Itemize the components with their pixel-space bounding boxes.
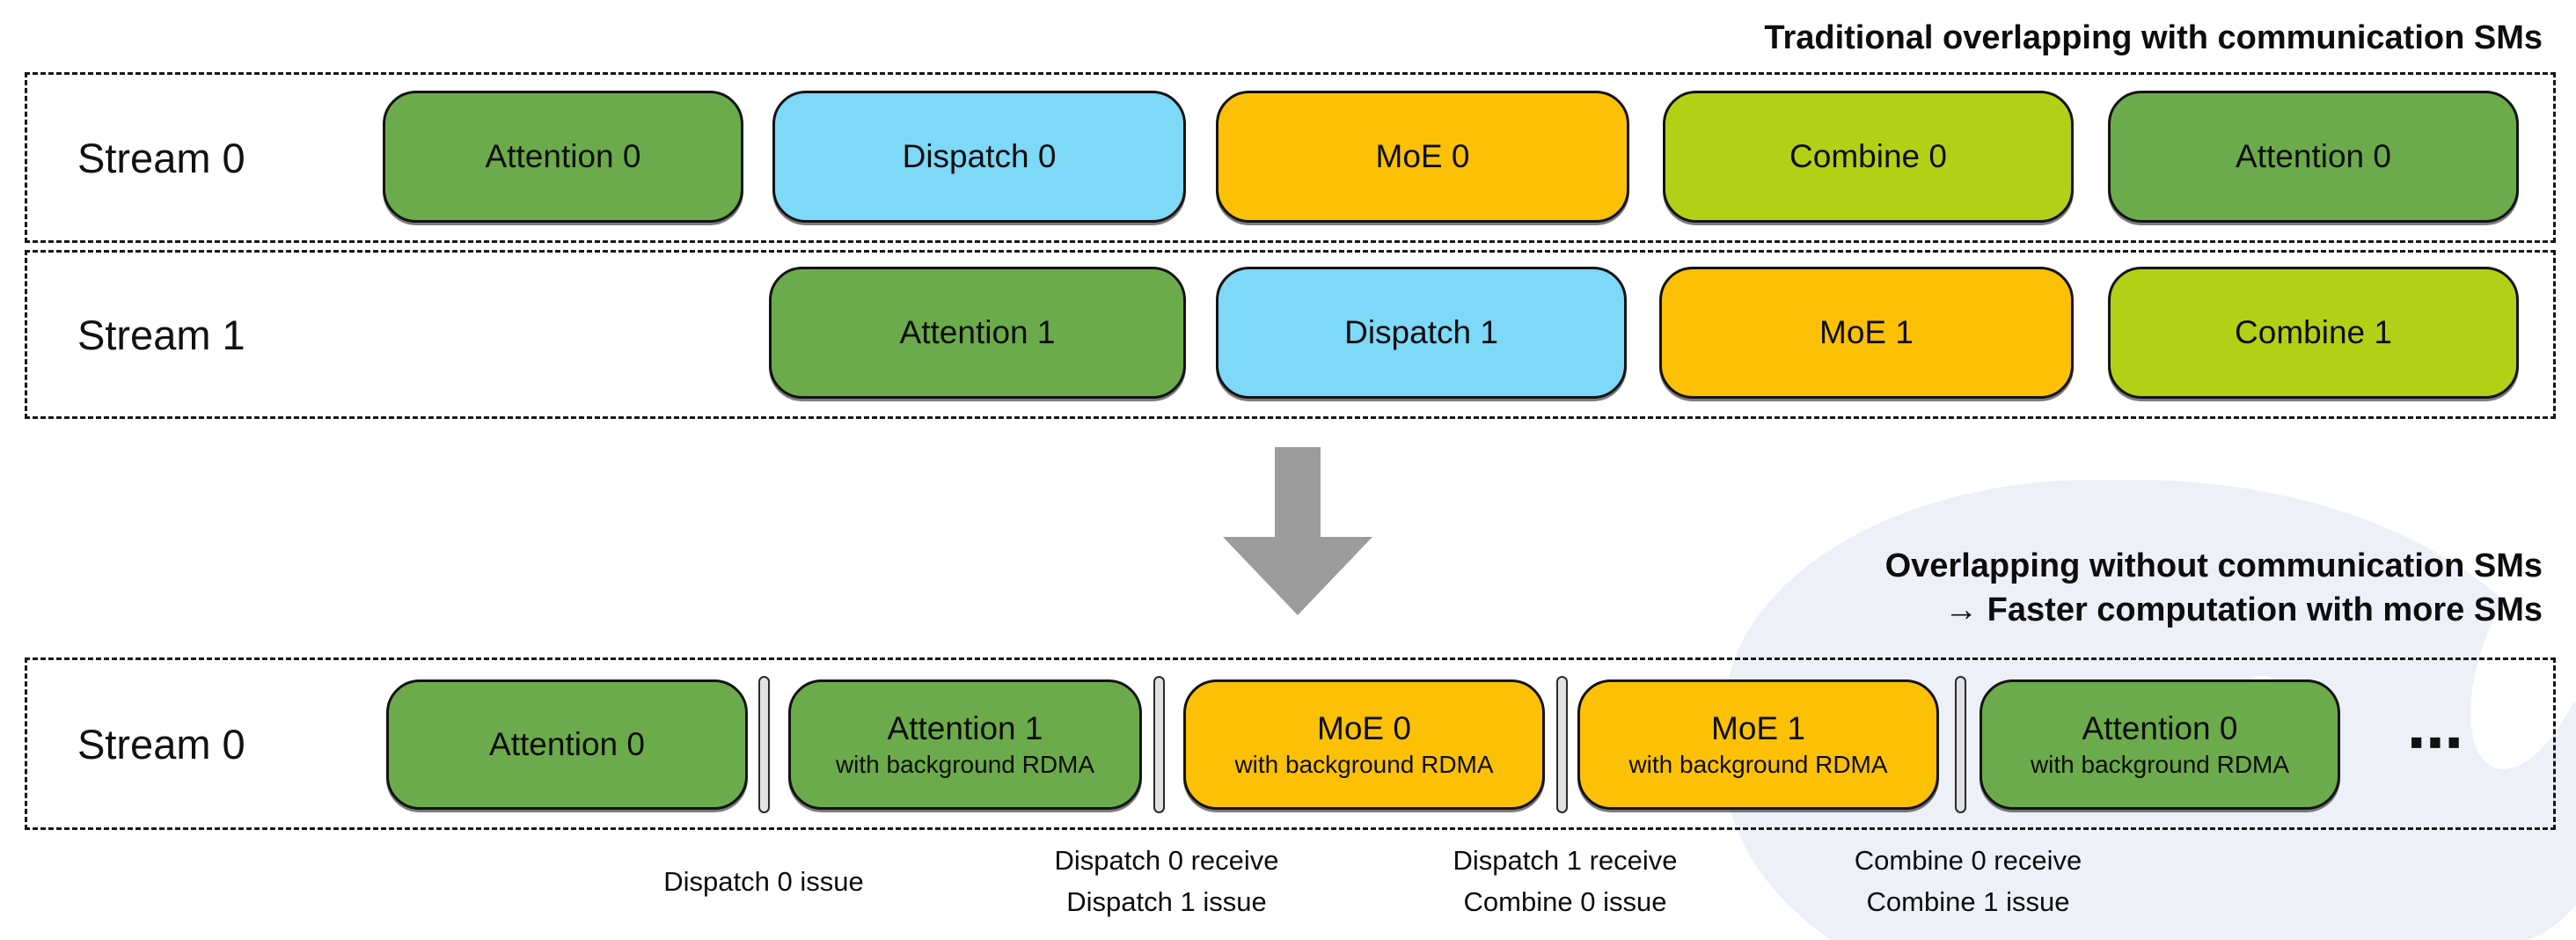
block-combine-0: Combine 0 [1663,91,2074,223]
block-label: Dispatch 0 [902,138,1057,174]
stream-0-lane-top [25,72,2556,243]
annotation-line: Combine 0 receive [1854,845,2082,876]
ellipsis: ⋯ [2407,710,2467,775]
block-label: Attention 0 [2082,710,2238,746]
stream-separator [758,676,770,813]
block-label: Combine 1 [2235,314,2392,350]
stream-0-label-bottom: Stream 0 [77,720,245,767]
stream-separator [1955,676,1966,813]
annotation-line: Dispatch 1 issue [1066,886,1267,917]
block-label: MoE 1 [1819,314,1914,350]
bottom-title-line-1: Overlapping without communication SMs [1884,547,2543,584]
annotation-line: Dispatch 0 issue [663,865,864,897]
block-label: Attention 0 [485,138,641,174]
block-dispatch-0: Dispatch 0 [772,91,1186,223]
block-moe-0: MoE 0 [1216,91,1629,223]
stream-1-label-top: Stream 1 [77,311,245,358]
block-label: Attention 1 [887,710,1043,746]
block-moe-1-rdma: MoE 1 with background RDMA [1577,679,1939,810]
block-dispatch-1: Dispatch 1 [1216,267,1627,399]
stream-separator [1153,676,1165,813]
block-sublabel: with background RDMA [1628,751,1888,778]
block-attention-0-bottom: Attention 0 [386,679,748,810]
block-attention-0: Attention 0 [383,91,743,223]
block-label: Attention 0 [2236,138,2391,174]
top-section-title: Traditional overlapping with communicati… [1764,19,2543,56]
block-label: Attention 1 [899,314,1056,350]
block-moe-1: MoE 1 [1659,267,2074,399]
stream-separator [1556,676,1568,813]
block-attention-0-next: Attention 0 [2108,91,2519,223]
annotation-line: Combine 1 issue [1866,886,2070,917]
block-attention-1-rdma: Attention 1 with background RDMA [788,679,1142,810]
block-label: Attention 0 [489,726,645,762]
block-label: Combine 0 [1789,138,1947,174]
block-label: MoE 1 [1711,710,1805,746]
stream-0-lane-bottom [25,657,2556,830]
block-moe-0-rdma: MoE 0 with background RDMA [1183,679,1545,810]
block-label: MoE 0 [1317,710,1411,746]
stream-0-label-top: Stream 0 [77,134,245,181]
block-attention-0-rdma: Attention 0 with background RDMA [1980,679,2340,810]
block-attention-1: Attention 1 [769,267,1186,399]
block-sublabel: with background RDMA [2030,751,2290,778]
annotation-line: Dispatch 1 receive [1453,845,1678,876]
block-label: Dispatch 1 [1344,314,1498,350]
annotation-line: Dispatch 0 receive [1054,845,1279,876]
annotation-line: Combine 0 issue [1463,886,1667,917]
down-arrow-stem [1275,447,1321,538]
block-sublabel: with background RDMA [1234,751,1494,778]
bottom-section-title: Overlapping without communication SMs → … [1885,544,2543,632]
block-sublabel: with background RDMA [835,751,1095,778]
block-combine-1: Combine 1 [2108,267,2519,399]
down-arrow-head [1223,537,1372,615]
stream-1-lane-top [25,250,2556,419]
block-label: MoE 0 [1375,138,1470,174]
bottom-title-line-2: → Faster computation with more SMs [1944,591,2543,628]
